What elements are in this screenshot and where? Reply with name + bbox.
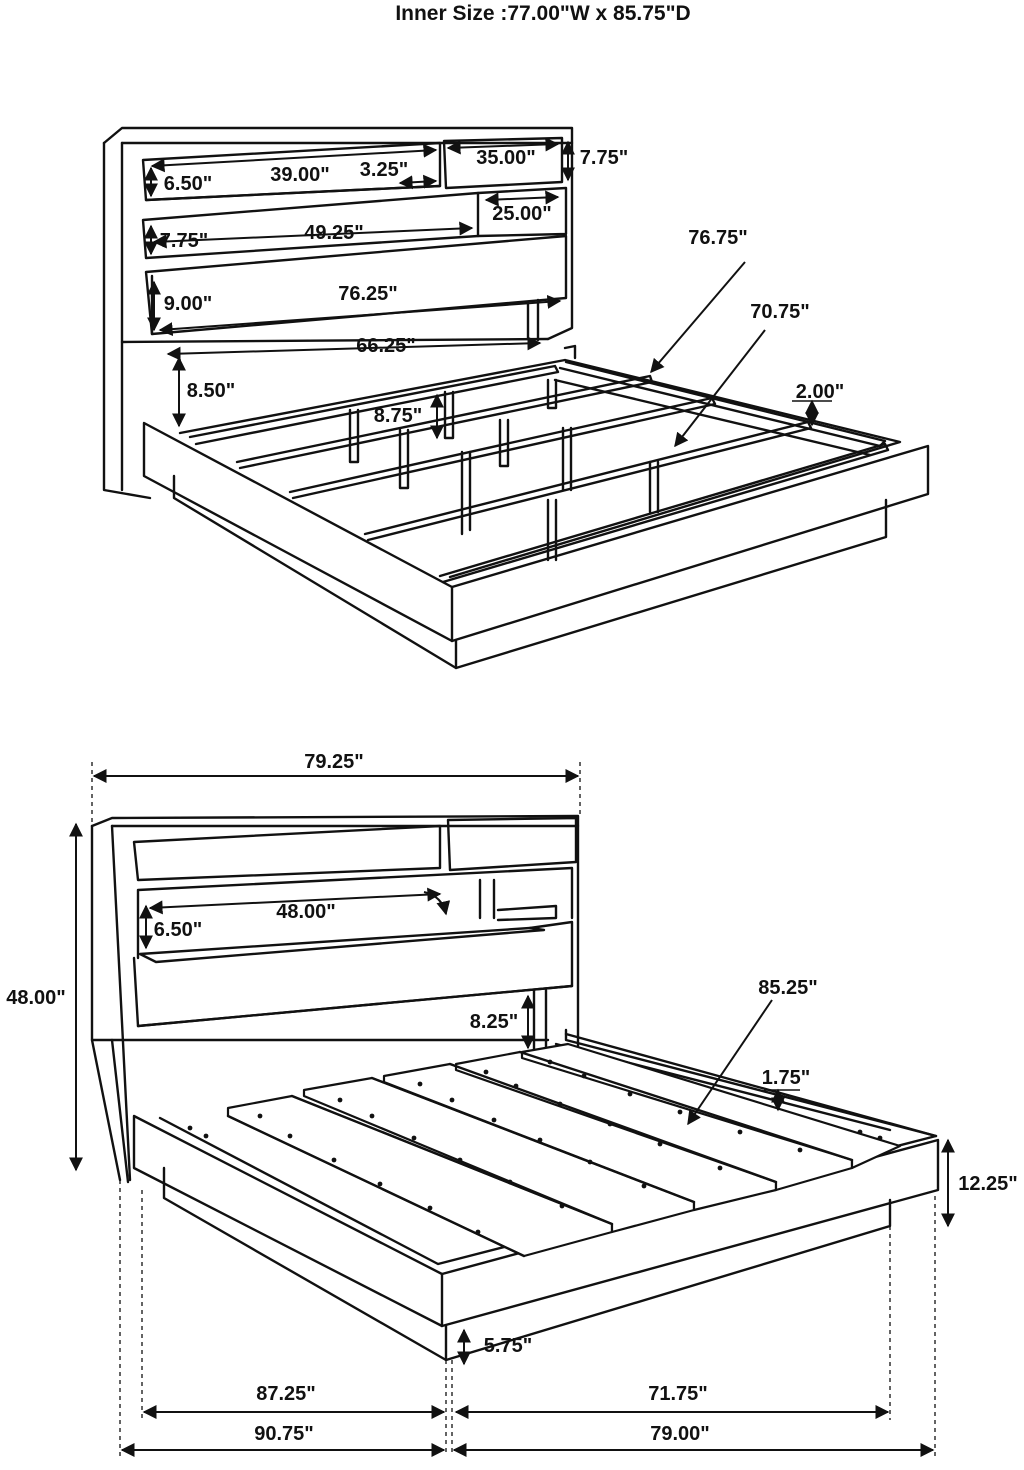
label-overall-width: 79.25" [304,751,364,773]
bottom-view-dimensions [69,762,955,1457]
label-shelf-width: 39.00" [270,164,330,186]
label-overall-length: 90.75" [254,1423,314,1445]
label-compartment-width: 25.00" [492,203,552,225]
label-slat-gap: 1.75" [762,1067,810,1089]
label-drawer-height: 7.75" [580,147,628,169]
label-ledge-height: 2.00" [796,381,844,403]
label-overall-height: 48.00" [6,987,66,1009]
label-middle-width: 49.25" [304,222,364,244]
label-riser-height: 8.25" [470,1011,518,1033]
label-middle-height: 7.75" [160,230,208,252]
label-side-rail-length: 76.75" [688,227,748,249]
top-view-dimensions [144,137,832,448]
label-inner-width: 71.75" [648,1383,708,1405]
slat-5 [520,1042,902,1170]
label-inner-rail-length: 70.75" [750,301,810,323]
label-inner-length: 87.25" [256,1383,316,1405]
label-shelf-width-bottom: 48.00" [276,901,336,923]
label-lower-height: 9.00" [164,293,212,315]
label-base-clearance: 5.75" [484,1335,532,1357]
label-drawer-width: 35.00" [476,147,536,169]
label-rail-height: 8.75" [374,405,422,427]
label-leg-height: 8.50" [187,380,235,402]
label-shelf-height: 6.50" [164,173,212,195]
label-slat-length: 85.25" [758,977,818,999]
label-overall-frame-width: 79.00" [650,1423,710,1445]
slat-screw-dots [187,1059,883,1235]
label-base-width: 66.25" [356,335,416,357]
label-lower-width: 76.25" [338,283,398,305]
diagram-title: Inner Size :77.00"W x 85.75"D [395,2,690,25]
slat-group [226,1042,902,1258]
label-divider: 3.25" [360,159,408,181]
label-shelf-height-bottom: 6.50" [154,919,202,941]
label-footboard-height: 12.25" [958,1173,1018,1195]
